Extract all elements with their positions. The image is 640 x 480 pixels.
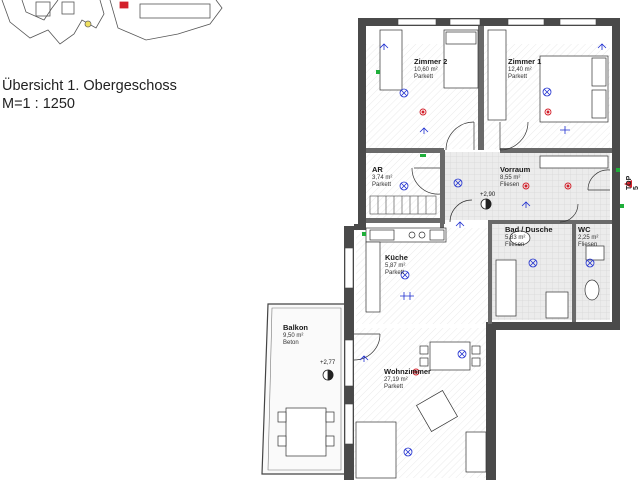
- room-area: 12,40 m²: [508, 66, 532, 73]
- room-name: Vorraum: [500, 165, 531, 174]
- room-label-balkon: Balkon 9,50 m² Beton: [283, 323, 309, 346]
- room-area: 10,60 m²: [414, 66, 438, 73]
- doors: [353, 121, 611, 361]
- room-area: 8,55 m²: [500, 174, 521, 181]
- room-label-bad: Bad / Dusche 5,83 m² Fliesen: [505, 225, 553, 248]
- interior-walls: [366, 26, 612, 324]
- room-floor: Parkett: [414, 73, 434, 80]
- room-name: Küche: [385, 253, 408, 262]
- stair-ar: [369, 195, 437, 215]
- room-area: 27,19 m²: [384, 376, 408, 383]
- room-name: WC: [578, 225, 591, 234]
- room-label-wc: WC 2,25 m² Fliesen: [578, 225, 599, 248]
- room-floor: Fliesen: [500, 181, 520, 188]
- room-name: Zimmer 1: [508, 57, 542, 66]
- room-floor: Fliesen: [505, 241, 525, 248]
- entrance-arrow: [624, 180, 632, 188]
- room-area: 3,74 m²: [372, 174, 393, 181]
- room-floor: Parkett: [508, 73, 528, 80]
- room-name: Zimmer 2: [414, 57, 448, 66]
- room-name: Wohnzimmer: [384, 367, 431, 376]
- overview-scale: M=1 : 1250: [2, 96, 75, 112]
- room-name: Balkon: [283, 323, 309, 332]
- windows: [344, 18, 597, 445]
- room-label-zimmer2: Zimmer 2 10,60 m² Parkett: [414, 57, 448, 80]
- room-label-kueche: Küche 5,87 m² Parkett: [385, 253, 408, 276]
- room-label-vorraum: Vorraum 8,55 m² Fliesen: [500, 165, 531, 188]
- room-label-zimmer1: Zimmer 1 12,40 m² Parkett: [508, 57, 542, 80]
- room-label-wohnzimmer: Wohnzimmer 27,19 m² Parkett: [384, 367, 431, 390]
- room-floor: Beton: [283, 339, 299, 346]
- room-label-ar: AR 3,74 m² Parkett: [372, 165, 393, 188]
- height-label-vorraum: +2,90: [480, 192, 496, 198]
- room-name: AR: [372, 165, 383, 174]
- room-area: 9,50 m²: [283, 332, 304, 339]
- room-floor: Parkett: [385, 269, 405, 276]
- room-area: 5,87 m²: [385, 262, 406, 269]
- wc-floor: [575, 222, 610, 320]
- unit-label: TOP 5: [626, 175, 640, 190]
- room-area: 5,83 m²: [505, 234, 526, 241]
- furniture: [277, 29, 609, 479]
- room-area: 2,25 m²: [578, 234, 599, 241]
- overview-title: Übersicht 1. Obergeschoss: [2, 78, 177, 94]
- green-markers: [362, 70, 624, 236]
- overview-site-plan: [1, 0, 223, 45]
- room-floor: Fliesen: [578, 241, 598, 248]
- smoke-detectors: [412, 108, 572, 376]
- height-label-balkon: +2,77: [320, 360, 336, 366]
- room-floor: Parkett: [384, 383, 404, 390]
- room-name: Bad / Dusche: [505, 225, 553, 234]
- height-markers: [322, 198, 492, 381]
- electrical-symbols: [359, 43, 607, 457]
- room-floor: Parkett: [372, 181, 392, 188]
